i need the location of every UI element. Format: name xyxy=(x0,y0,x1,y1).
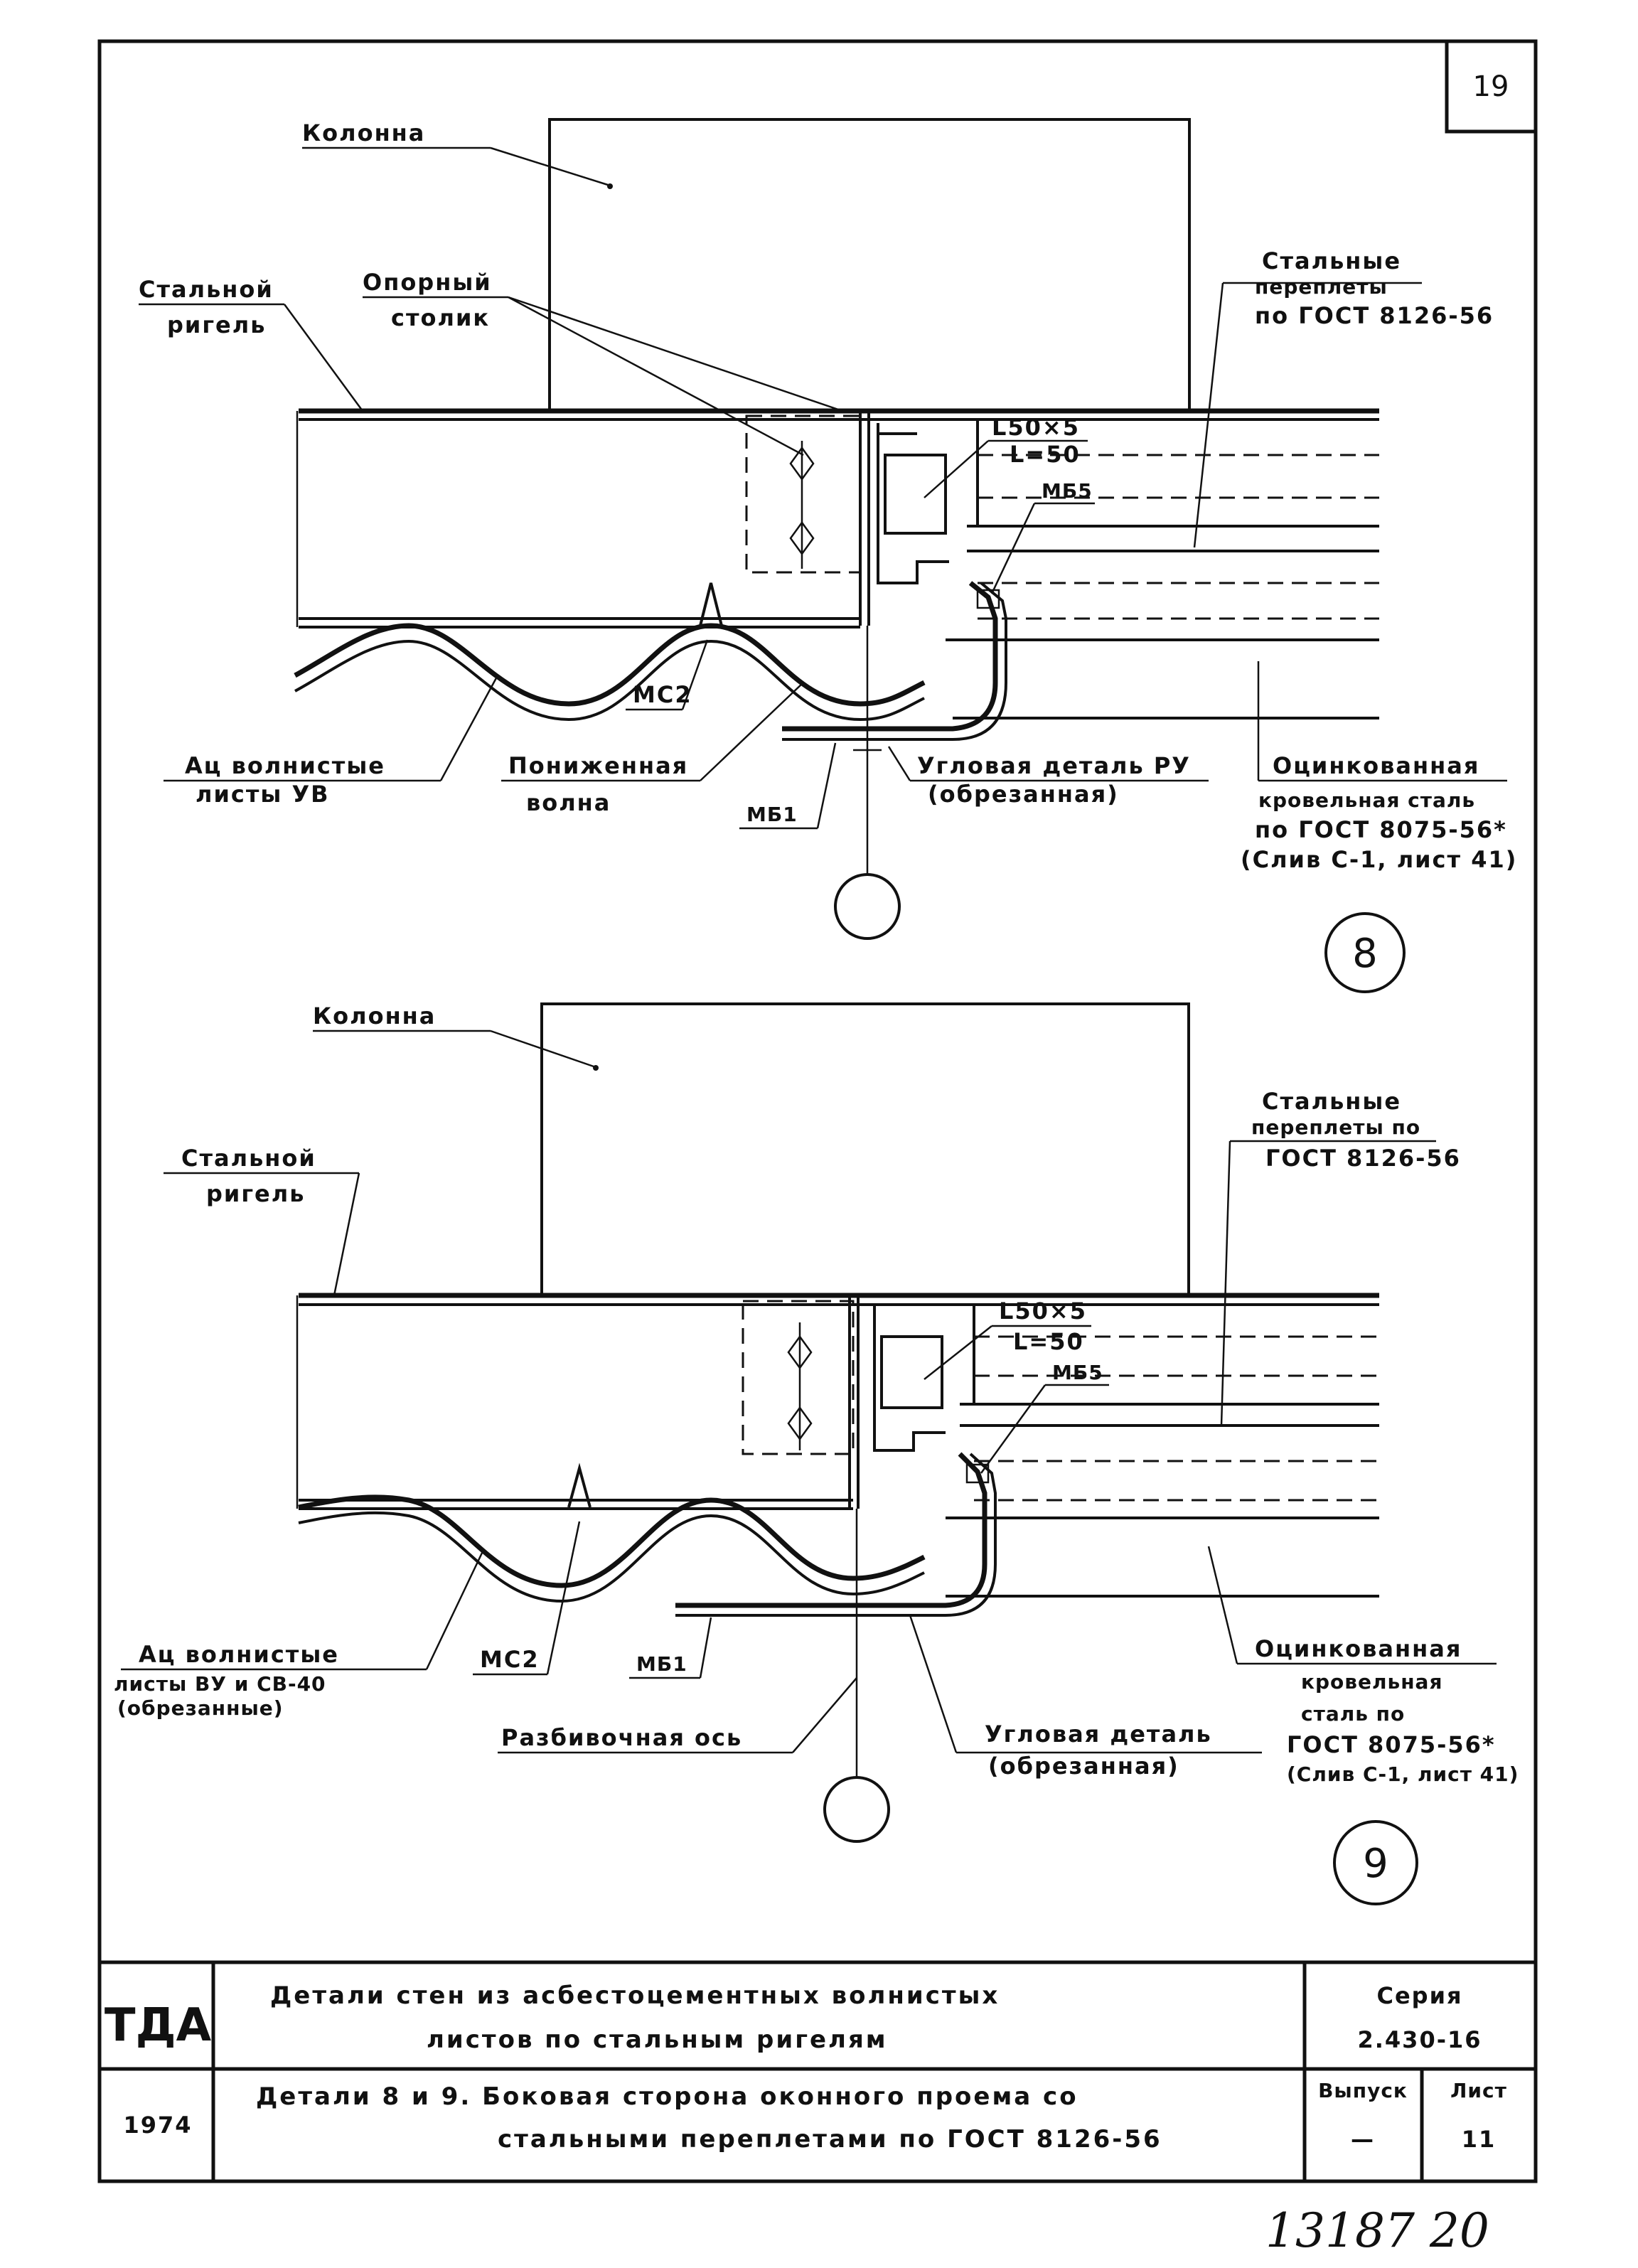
subtitle-line-2: стальными переплетами по ГОСТ 8126-56 xyxy=(498,2125,1162,2154)
galv-label-9a: Оцинкованная xyxy=(1255,1635,1462,1662)
column-8 xyxy=(548,118,1191,412)
galv-label-8b: кровельная сталь xyxy=(1258,788,1475,812)
title-block: ТДА 1974 Детали стен из асбестоцементных… xyxy=(100,1960,1536,2181)
girder-label-8b: ригель xyxy=(167,311,266,338)
sheet-label: Лист xyxy=(1450,2079,1507,2102)
sheet-value: 11 xyxy=(1462,2126,1497,2153)
girder-label-9b: ригель xyxy=(206,1180,305,1207)
column-9 xyxy=(540,1002,1190,1297)
sheet-frame xyxy=(97,39,1538,2183)
title-line-2: листов по стальным ригелям xyxy=(427,2026,888,2054)
title-line-1: Детали стен из асбестоцементных волнисты… xyxy=(270,1981,1000,2010)
sheets-label-9b: листы ВУ и СВ-40 xyxy=(114,1672,326,1696)
axis-bubble-8 xyxy=(834,873,901,940)
column-label-9: Колонна xyxy=(313,1002,436,1029)
axis-label-9: Разбивочная ось xyxy=(501,1724,742,1751)
lowered-wave-label-8b: волна xyxy=(526,789,611,816)
issue-label: Выпуск xyxy=(1318,2079,1408,2102)
sheets-label-9c: (обрезанные) xyxy=(117,1696,284,1720)
mc2-label-9: МС2 xyxy=(480,1646,540,1673)
year: 1974 xyxy=(123,2112,192,2139)
mb5-label-9: МБ5 xyxy=(1052,1361,1103,1384)
galv-label-9b: кровельная xyxy=(1301,1670,1442,1694)
page-number: 19 xyxy=(1473,70,1509,103)
detail-marker-9 xyxy=(1333,1820,1418,1905)
galv-label-8a: Оцинкованная xyxy=(1273,752,1479,779)
corner-part-label-8a: Угловая деталь РУ xyxy=(917,752,1191,779)
galv-label-8c: по ГОСТ 8075-56* xyxy=(1255,816,1507,843)
series-label: Серия xyxy=(1376,1982,1462,2009)
sheets-label-8a: Ац волнистые xyxy=(185,752,385,779)
frames-label-9a: Стальные xyxy=(1262,1088,1401,1115)
galv-label-9e: (Слив С-1, лист 41) xyxy=(1287,1762,1519,1786)
girder-label-8a: Стальной xyxy=(139,276,274,303)
angle-label-8a: L50×5 xyxy=(992,414,1080,441)
page-number-box xyxy=(1445,39,1538,134)
corrugated-sheet-8 xyxy=(294,623,926,707)
corner-part-label-9a: Угловая деталь xyxy=(985,1721,1212,1748)
frames-label-9b: переплеты по xyxy=(1251,1116,1420,1139)
support-post-label-8b: столик xyxy=(391,304,490,331)
mb5-label-8: МБ5 xyxy=(1042,479,1093,503)
galv-label-9c: сталь по xyxy=(1301,1702,1405,1726)
sheets-label-9a: Ац волнистые xyxy=(139,1641,339,1668)
corner-part-label-8b: (обрезанная) xyxy=(928,781,1119,808)
angle-label-8b: L=50 xyxy=(1010,441,1081,468)
mc2-label-8: МС2 xyxy=(633,681,692,708)
lowered-wave-label-8a: Пониженная xyxy=(508,752,688,779)
axis-bubble-9 xyxy=(823,1776,890,1843)
subtitle-line-1: Детали 8 и 9. Боковая сторона оконного п… xyxy=(256,2082,1078,2111)
corner-part-label-9b: (обрезанная) xyxy=(988,1753,1179,1780)
support-post-label-8a: Опорный xyxy=(363,269,492,296)
logo: ТДА xyxy=(105,1999,212,2052)
frames-label-8a: Стальные xyxy=(1262,247,1401,274)
galv-label-9d: ГОСТ 8075-56* xyxy=(1287,1731,1496,1758)
mb1-label-8: МБ1 xyxy=(746,803,798,826)
issue-value: — xyxy=(1351,2126,1375,2153)
frames-label-8b: переплеты xyxy=(1255,275,1388,299)
detail-8: Колонна xyxy=(139,118,1517,993)
handwritten-number: 13187 20 xyxy=(1265,2203,1489,2258)
detail-number-9: 9 xyxy=(1363,1841,1388,1887)
sheets-label-8b: листы УВ xyxy=(196,781,330,808)
mb1-label-9: МБ1 xyxy=(636,1652,687,1676)
detail-number-8: 8 xyxy=(1352,931,1378,977)
support-post-8 xyxy=(745,414,862,574)
column-label-8: Колонна xyxy=(302,119,425,146)
angle-label-9a: L50×5 xyxy=(999,1298,1087,1325)
support-post-9 xyxy=(742,1300,855,1455)
corrugated-sheet-9 xyxy=(298,1494,926,1588)
angle-label-9b: L=50 xyxy=(1013,1328,1084,1355)
frames-label-8c: по ГОСТ 8126-56 xyxy=(1255,302,1494,329)
series-value: 2.430-16 xyxy=(1357,2026,1482,2053)
girder-label-9a: Стальной xyxy=(181,1145,316,1172)
galv-label-8d: (Слив С-1, лист 41) xyxy=(1241,846,1517,873)
detail-9: Колонна xyxy=(114,1002,1519,1905)
frames-label-9c: ГОСТ 8126-56 xyxy=(1265,1145,1461,1172)
detail-marker-8 xyxy=(1324,912,1406,993)
